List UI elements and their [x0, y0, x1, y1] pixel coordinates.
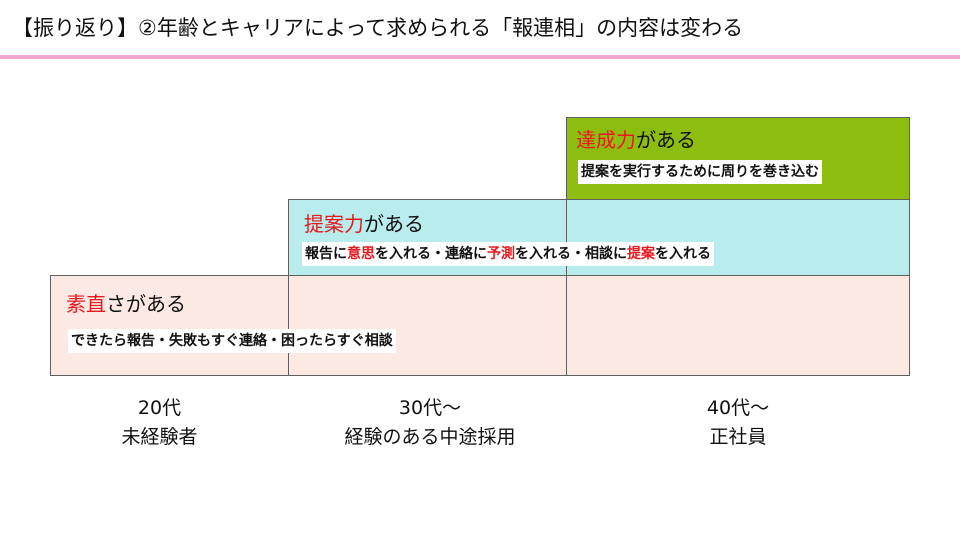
middle-tier-heading: 提案力がある [304, 210, 424, 238]
base-tier-40s-box [566, 275, 910, 376]
middle-tier-heading-rest: がある [364, 212, 424, 236]
stage-20s-detail: 未経験者 [121, 426, 198, 448]
stage-20s-age: 20代 [137, 397, 182, 419]
middle-desc-part-3: を入れる・相談に [515, 246, 627, 262]
middle-desc-highlight-1: 意思 [347, 246, 375, 262]
base-tier-heading: 素直さがある [66, 290, 186, 318]
top-tier-description: 提案を実行するために周りを巻き込む [578, 160, 822, 184]
middle-desc-part-4: を入れる [655, 246, 711, 262]
base-tier-30s-box [288, 275, 567, 376]
top-tier-heading: 達成力がある [576, 126, 696, 154]
middle-desc-part-2: を入れる・連絡に [375, 246, 487, 262]
stage-40s-detail: 正社員 [709, 426, 767, 448]
top-tier-heading-rest: がある [636, 128, 696, 152]
stage-30s-detail: 経験のある中途採用 [344, 426, 516, 448]
base-tier-heading-highlight: 素直 [66, 292, 106, 316]
stage-label-30s: 30代～ 経験のある中途採用 [300, 394, 560, 452]
middle-desc-part-1: 報告に [305, 246, 347, 262]
top-tier-40s-box [566, 117, 910, 200]
stage-label-20s: 20代 未経験者 [50, 394, 269, 452]
base-tier-description: できたら報告・失敗もすぐ連絡・困ったらすぐ相談 [68, 329, 396, 353]
stage-30s-age: 30代～ [398, 397, 462, 419]
title-divider [0, 55, 960, 59]
middle-desc-highlight-2: 予測 [487, 246, 515, 262]
stage-40s-age: 40代～ [706, 397, 770, 419]
page-title: 【振り返り】②年齢とキャリアによって求められる「報連相」の内容は変わる [12, 16, 744, 40]
middle-desc-highlight-3: 提案 [627, 246, 655, 262]
middle-tier-heading-highlight: 提案力 [304, 212, 364, 236]
stage-label-40s: 40代～ 正社員 [600, 394, 876, 452]
base-tier-heading-rest: さがある [106, 292, 186, 316]
middle-tier-description: 報告に意思を入れる・連絡に予測を入れる・相談に提案を入れる [302, 242, 714, 266]
base-tier-20s-box [50, 275, 289, 376]
top-tier-heading-highlight: 達成力 [576, 128, 636, 152]
